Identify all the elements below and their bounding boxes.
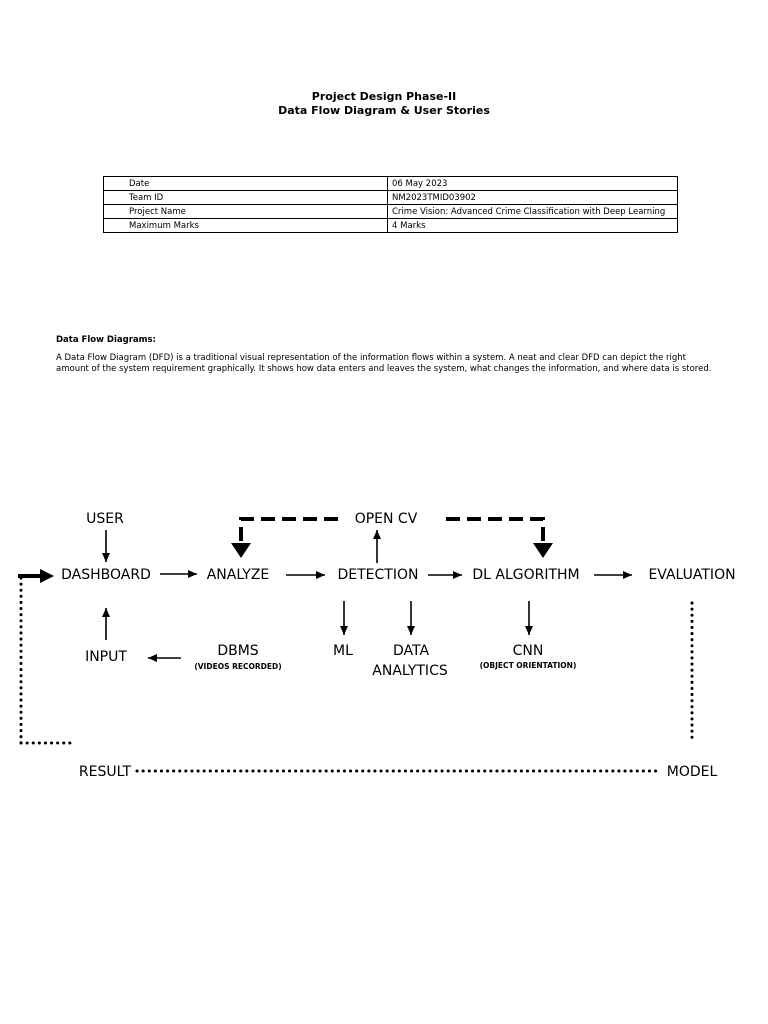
data-flow-diagram: USER OPEN CV DASHBOARD ANALYZE DETECTION…: [18, 511, 736, 780]
table-row: Date 06 May 2023: [103, 176, 678, 191]
section-body: A Data Flow Diagram (DFD) is a tradition…: [56, 353, 712, 374]
project-info-table: Date 06 May 2023 Team ID NM2023TMID03902…: [103, 176, 678, 233]
node-cnn: CNN: [513, 643, 544, 659]
node-model: MODEL: [667, 764, 718, 780]
node-open-cv: OPEN CV: [355, 511, 418, 527]
dashed-opencv-dlalgorithm: [446, 517, 545, 543]
row-value: Crime Vision: Advanced Crime Classificat…: [387, 204, 678, 219]
row-label: Maximum Marks: [103, 218, 388, 233]
node-input: INPUT: [85, 649, 127, 665]
dbms-note: (VIDEOS RECORDED): [194, 662, 281, 671]
table-row: Team ID NM2023TMID03902: [103, 190, 678, 205]
node-detection: DETECTION: [338, 567, 419, 583]
page-subtitle: Data Flow Diagram & User Stories: [278, 104, 490, 117]
table-row: Project Name Crime Vision: Advanced Crim…: [103, 204, 678, 219]
row-value: 4 Marks: [387, 218, 678, 233]
section-heading: Data Flow Diagrams:: [56, 335, 156, 345]
node-data-analytics-line1: DATA: [393, 643, 429, 659]
cnn-note: (OBJECT ORIENTATION): [480, 661, 577, 670]
node-dashboard: DASHBOARD: [61, 567, 151, 583]
row-label: Team ID: [103, 190, 388, 205]
row-value: 06 May 2023: [387, 176, 678, 191]
node-dbms: DBMS: [217, 643, 258, 659]
node-analyze: ANALYZE: [207, 567, 270, 583]
dashed-opencv-analyze: [239, 517, 338, 543]
node-data-analytics-line2: ANALYTICS: [372, 663, 448, 679]
node-dl-algorithm: DL ALGORITHM: [472, 567, 579, 583]
node-evaluation: EVALUATION: [648, 567, 735, 583]
page-title: Project Design Phase-II: [311, 90, 457, 103]
loop-arrowhead: [40, 569, 54, 583]
node-ml: ML: [333, 643, 353, 659]
row-label: Project Name: [103, 204, 388, 219]
node-user: USER: [86, 511, 124, 527]
row-label: Date: [103, 176, 388, 191]
table-row: Maximum Marks 4 Marks: [103, 218, 678, 233]
dashed-arrowhead-analyze: [231, 543, 251, 558]
dashed-arrowhead-dlalgorithm: [533, 543, 553, 558]
node-result: RESULT: [79, 764, 132, 780]
row-value: NM2023TMID03902: [387, 190, 678, 205]
